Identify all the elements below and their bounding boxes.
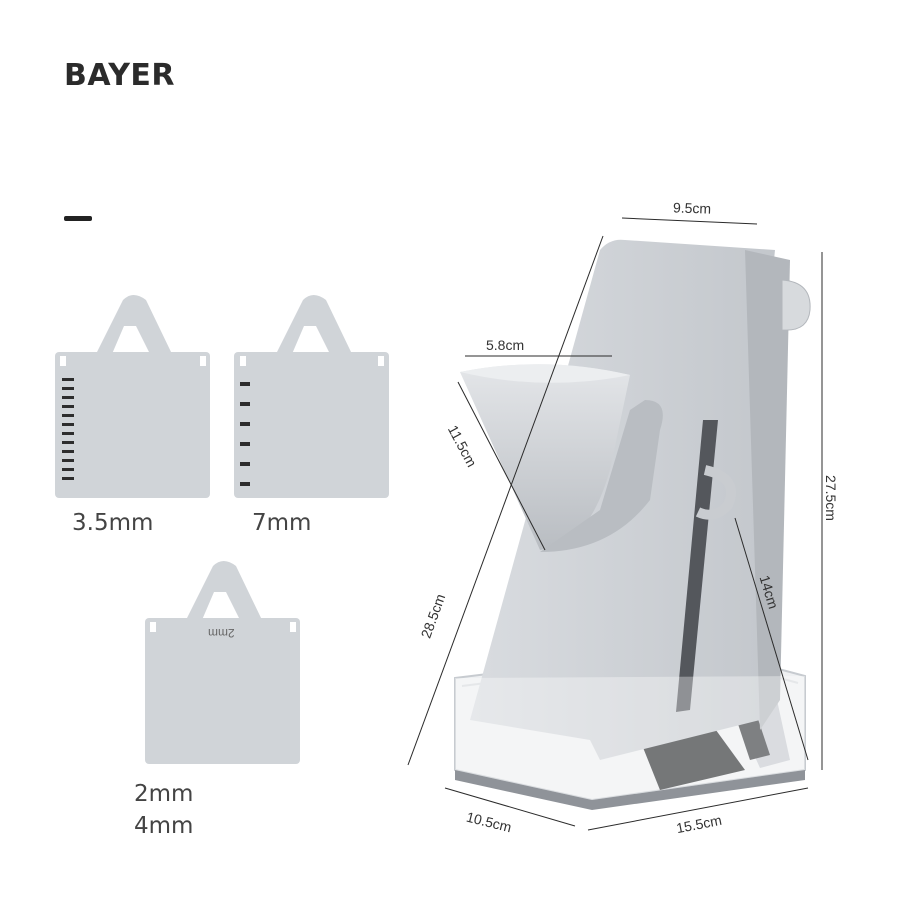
blade-engraving: 2mm [208,626,235,640]
brand-title: BAYER [64,58,176,93]
blade-label-7mm: 7mm [252,510,312,536]
blade-2mm-4mm-plate [145,561,300,764]
blade-label-4mm: 4mm [134,813,194,839]
section-divider [64,216,92,221]
dim-top-width: 9.5cm [672,199,712,217]
dim-chute-width: 5.8cm [486,337,525,353]
dimension-lines [407,217,823,831]
blade-3-5mm-plate [55,295,210,498]
blade-label-2mm: 2mm [134,781,194,807]
dim-total-height: 27.5cm [822,475,839,521]
blade-label-3-5mm: 3.5mm [72,510,154,536]
slicer-body [454,239,811,810]
blade-7mm-plate [234,295,389,498]
